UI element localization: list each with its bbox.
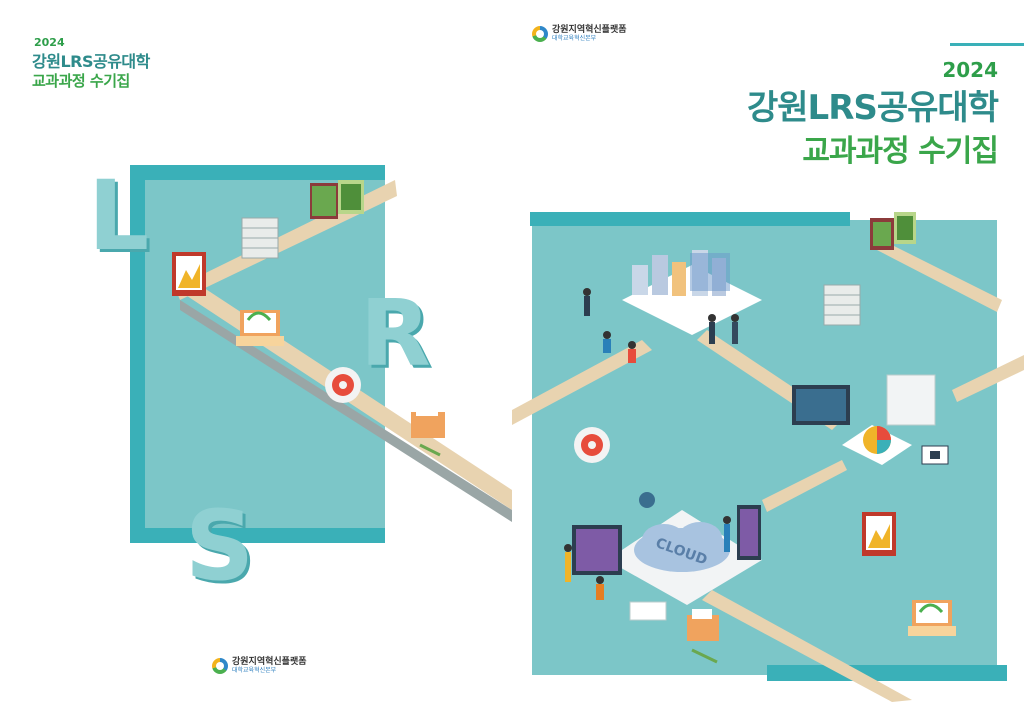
front-bar-bottom: [767, 665, 1007, 681]
server-rack-icon: [870, 212, 916, 250]
laptop-icon: [236, 310, 284, 346]
front-cover: 강원지역혁신플랫폼 대학교육혁신본부 2024 강원LRS공유대학 교과과정 수…: [512, 0, 1024, 702]
folder-icon: [687, 609, 719, 664]
road-topright: [877, 240, 1002, 312]
road-left: [512, 340, 652, 425]
people-icon: [583, 288, 739, 363]
platform-logo-icon: [532, 26, 548, 43]
front-year: 2024: [942, 58, 998, 82]
back-illustration: [172, 180, 512, 522]
gear-icon: [325, 367, 361, 403]
back-frame-left: [130, 165, 145, 543]
back-road-shadow: [180, 300, 512, 522]
back-cover: 2024 강원LRS공유대학 교과과정 수기집: [32, 36, 512, 675]
back-title-line2: 교과과정 수기집: [32, 72, 130, 90]
back-frame-bottom: [130, 528, 385, 543]
front-bar-top: [530, 212, 850, 226]
front-top-line: [950, 43, 1024, 46]
back-frame-top: [130, 165, 385, 180]
letter-r: R: [360, 280, 431, 387]
folder-icon: [411, 406, 445, 457]
server-stack-icon: [241, 217, 279, 259]
platform-logo-icon: [212, 658, 228, 675]
back-title-line1: 강원LRS공유대학: [32, 52, 150, 71]
road-bottom: [702, 590, 912, 702]
road-mid: [762, 460, 847, 512]
monitor-chart-icon: [172, 252, 206, 296]
letter-s: S: [185, 490, 255, 602]
logo-sub-text: 대학교육혁신본부: [552, 34, 597, 42]
letter-l: L: [88, 160, 150, 272]
logo-main-text: 강원지역혁신플랫폼: [552, 25, 627, 35]
front-title-line2: 교과과정 수기집: [802, 134, 999, 169]
front-illustration: CLOUD: [512, 212, 1024, 702]
analytics-hub-icon: [792, 374, 936, 465]
pie-chart-icon: [921, 445, 949, 465]
monitor-chart-icon: [862, 512, 896, 556]
server-stack-icon: [823, 284, 861, 326]
gear-icon: [574, 427, 610, 463]
laptop-icon: [908, 600, 956, 636]
server-rack-icon: [310, 180, 364, 219]
front-title-line1: 강원LRS공유대학: [746, 88, 999, 128]
people-icon: [564, 516, 731, 600]
cloud-platform-icon: [572, 492, 762, 621]
road-right: [952, 355, 1024, 402]
back-logo: 강원지역혁신플랫폼 대학교육혁신본부: [212, 657, 307, 675]
logo-main-text: 강원지역혁신플랫폼: [232, 657, 307, 667]
back-year: 2024: [34, 36, 65, 49]
data-center-icon: [622, 250, 762, 335]
front-logo: 강원지역혁신플랫폼 대학교육혁신본부: [532, 25, 627, 43]
logo-sub-text: 대학교육혁신본부: [232, 666, 277, 674]
